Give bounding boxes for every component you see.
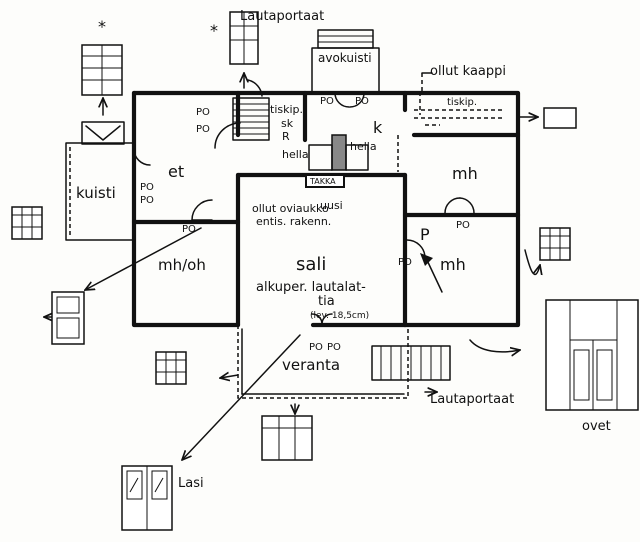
label-sali-tia: tia [318, 294, 335, 309]
label-veranta: veranta [282, 356, 340, 374]
glass-door-elevation [121, 465, 173, 531]
north-arrow [420, 253, 443, 293]
room-k: k [373, 118, 383, 137]
label-board-width: (lev. 18,5cm) [310, 311, 369, 321]
label-avokuisti: avokuisti [318, 51, 372, 65]
po-marker: PO [182, 224, 196, 235]
label-hella-right: hella [350, 140, 377, 153]
label-bottom-stairs: Lautaportaat [430, 392, 514, 407]
door-elevation-left [51, 291, 85, 345]
po-marker: PO [140, 182, 154, 193]
veranda [237, 325, 451, 399]
kuisti-porch [65, 121, 135, 241]
label-top-stairs: Lautaportaat [240, 9, 324, 24]
label-former-cabinet: ollut kaappi [430, 64, 506, 79]
exterior-walls [131, 90, 521, 328]
arrow-to-window [524, 249, 540, 274]
label-p: P [420, 225, 430, 244]
small-window-right [543, 107, 577, 129]
label-former-door-1: ollut oviaukko [252, 202, 329, 215]
po-marker: PO [320, 96, 334, 107]
cabinet-leader [421, 72, 433, 92]
label-sk: sk [281, 117, 294, 130]
kitchen-counters [397, 92, 505, 172]
label-r: R [282, 130, 290, 143]
po-marker: PO [355, 96, 369, 107]
room-et: et [168, 162, 184, 181]
label-star-left: * [98, 17, 106, 36]
room-mh-upper-right: mh [452, 164, 478, 183]
po-marker: PO [196, 107, 210, 118]
po-marker: PO [327, 342, 341, 353]
interior-stair [232, 97, 270, 141]
label-ovet: ovet [582, 419, 611, 434]
label-kuisti: kuisti [76, 184, 116, 202]
pointer-arrows [44, 73, 538, 460]
po-marker: PO [140, 195, 154, 206]
label-tiskip-left: tiskip. [270, 103, 303, 116]
chimney-and-stoves [305, 134, 369, 188]
po-marker: PO [309, 342, 323, 353]
label-sali-original: alkuper. lautalat- [256, 280, 366, 295]
entry-doors-elevation [545, 299, 639, 411]
po-marker: PO [196, 124, 210, 135]
label-star-center: * [210, 21, 218, 40]
label-former-door-2: entis. rakenn. [256, 215, 331, 228]
label-takka: TAKKA [309, 177, 336, 186]
door-elevation-top-left [81, 44, 123, 96]
window-veranda-bottom [261, 415, 313, 461]
po-marker: PO [456, 220, 470, 231]
door-swings [133, 79, 475, 325]
curved-arrow-right [469, 339, 520, 352]
label-tiskip-right: tiskip. [447, 97, 477, 108]
label-lasi: Lasi [178, 476, 204, 491]
label-hella-left: hella [282, 148, 309, 161]
avokuisti-porch [311, 29, 380, 94]
po-markers: PO PO PO PO PO PO PO PO PO PO PO [140, 96, 470, 353]
room-sali: sali [296, 254, 326, 275]
room-mh-oh: mh/oh [158, 256, 206, 274]
room-mh-lower-right: mh [440, 255, 466, 274]
door-elevation-top-center [229, 11, 259, 65]
label-uusi: uusi [320, 199, 343, 212]
po-marker: PO [398, 257, 412, 268]
